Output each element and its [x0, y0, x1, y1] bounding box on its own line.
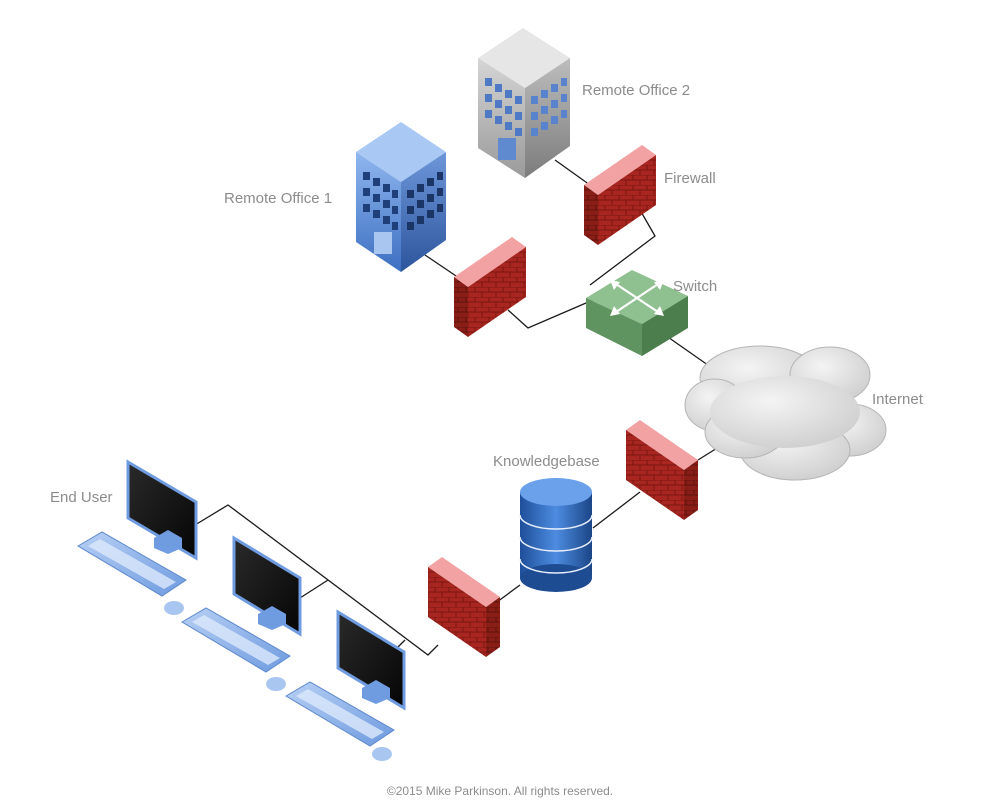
office-building-icon — [478, 28, 570, 178]
label-internet: Internet — [872, 391, 924, 408]
database-cylinder-icon — [519, 478, 593, 592]
brick-wall-icon — [584, 145, 656, 245]
desktop-computer-icon — [181, 535, 302, 691]
label-switch: Switch — [673, 278, 717, 295]
copyright-notice: ©2015 Mike Parkinson. All rights reserve… — [387, 784, 613, 798]
link-enduser2 — [299, 579, 329, 599]
label-firewall: Firewall — [664, 170, 716, 187]
link-firewall1-switch — [507, 299, 594, 329]
label-end-user: End User — [50, 489, 113, 506]
brick-wall-icon — [626, 420, 698, 520]
link-firewall-database — [592, 491, 641, 529]
label-remote-office-1: Remote Office 1 — [224, 190, 332, 207]
office-building-icon — [356, 122, 446, 272]
link-firewall2-switch — [589, 209, 656, 286]
network-switch-icon — [586, 270, 688, 356]
desktop-computer-icon — [285, 609, 406, 761]
desktop-computer-icon — [77, 459, 198, 615]
label-knowledgebase: Knowledgebase — [493, 453, 600, 470]
brick-wall-icon — [428, 557, 500, 657]
link-office2-firewall — [554, 159, 591, 186]
brick-wall-icon — [454, 237, 526, 337]
label-remote-office-2: Remote Office 2 — [582, 82, 690, 99]
cloud-icon — [684, 345, 887, 481]
link-database-firewall — [496, 584, 521, 603]
